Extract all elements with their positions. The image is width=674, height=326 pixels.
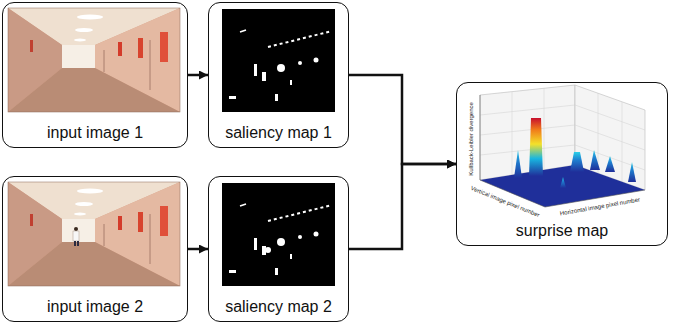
person-figure xyxy=(73,227,79,246)
flow-arrow xyxy=(188,74,208,77)
axis-label: Horizontal image pixel number xyxy=(559,197,640,218)
saliency-image xyxy=(222,183,335,286)
axis-label: Kullback-Leibler divergence xyxy=(468,102,475,176)
image-box: surprise map xyxy=(456,82,668,246)
saliency-image xyxy=(222,9,335,112)
box-caption: input image 2 xyxy=(45,298,145,316)
axis-label: Vertical image pixel number xyxy=(470,185,541,219)
image-box: input image 2 xyxy=(2,176,188,322)
flow-arrow xyxy=(349,164,456,249)
hallway-photo xyxy=(8,182,180,286)
flow-arrow xyxy=(188,248,208,251)
surface-plot xyxy=(480,85,645,207)
hallway-photo xyxy=(8,8,180,112)
box-caption: saliency map 1 xyxy=(223,124,334,142)
flow-arrow xyxy=(349,75,456,164)
box-caption: saliency map 2 xyxy=(223,298,334,316)
image-box: input image 1 xyxy=(2,2,188,148)
box-caption: input image 1 xyxy=(45,124,145,142)
image-box: saliency map 1 xyxy=(208,2,349,148)
image-box: saliency map 2 xyxy=(208,176,349,322)
box-caption: surprise map xyxy=(514,222,610,240)
